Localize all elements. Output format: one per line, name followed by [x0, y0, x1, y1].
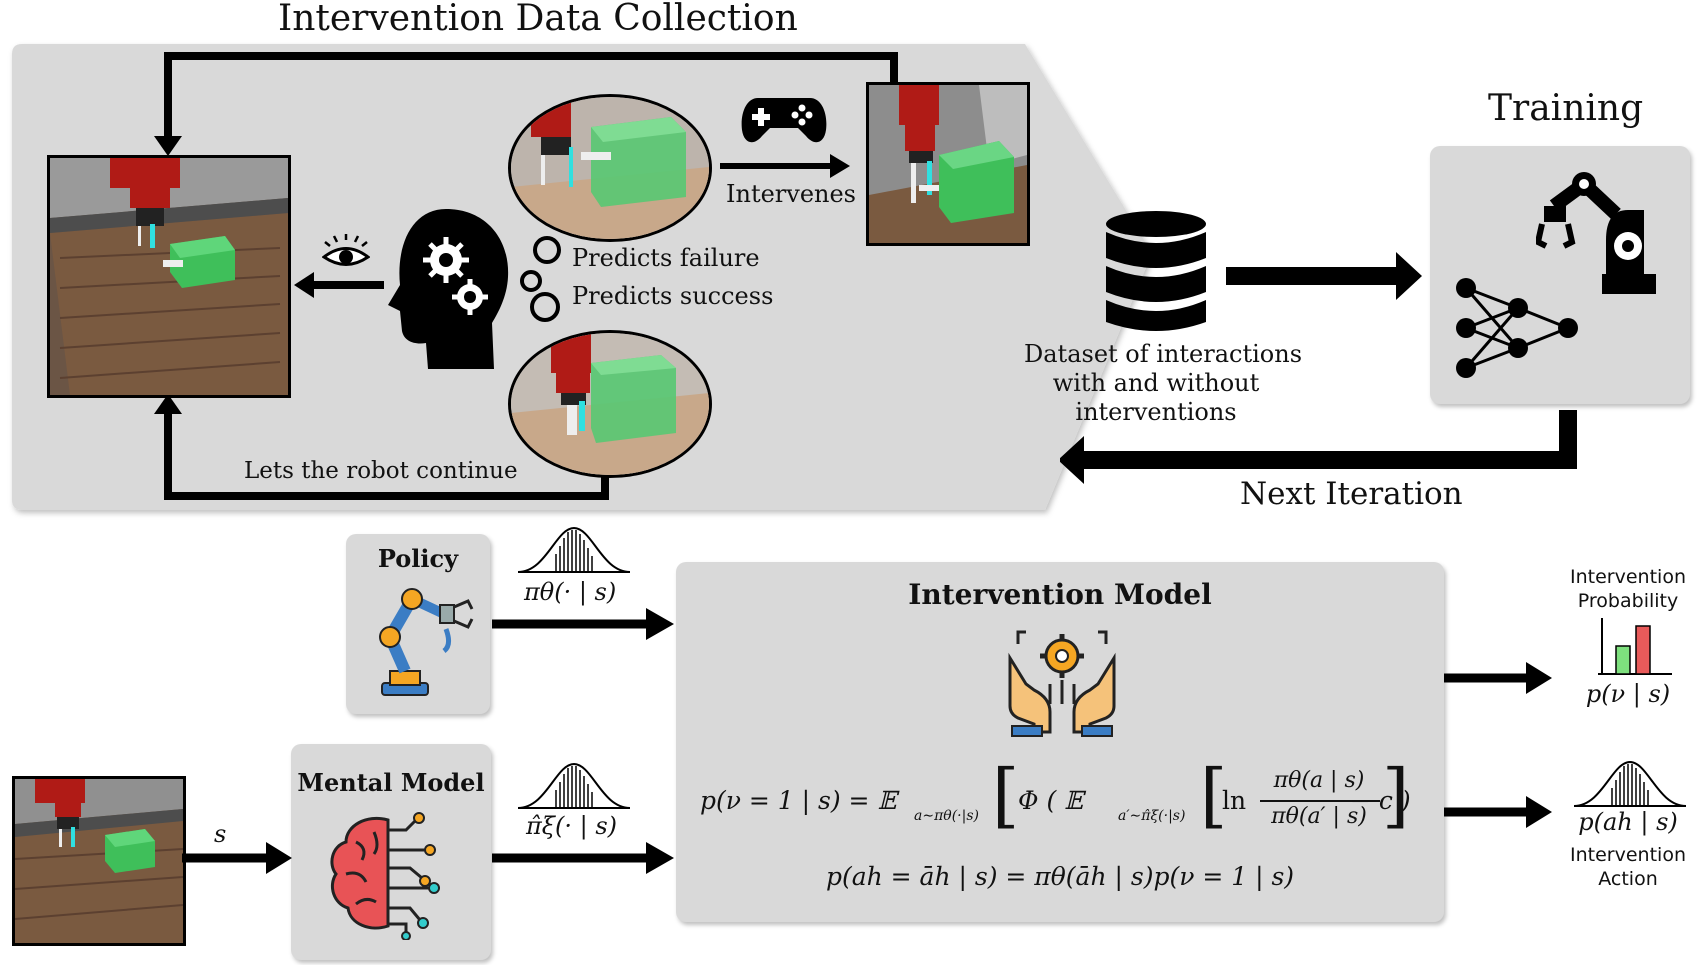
- robot-arm-icon: [1536, 172, 1656, 294]
- probability-bar-chart: [1598, 618, 1672, 675]
- iteration-arrows: [1060, 252, 1577, 484]
- intervention-scene-image: [866, 82, 1030, 246]
- eq1-bracket-open2: [: [1200, 754, 1228, 836]
- gamepad-icon: [741, 98, 827, 143]
- policy-gaussian-icon: [517, 526, 631, 573]
- database-icon: [1106, 211, 1206, 331]
- action-gaussian-icon: [1573, 760, 1687, 807]
- eq1-bracket-open: [: [992, 754, 1020, 836]
- mental-dist-label: π̂ξ(· | s): [526, 812, 618, 840]
- mental-gaussian-icon: [517, 762, 631, 809]
- dataset-label-1: Dataset of interactions: [1024, 340, 1303, 368]
- loop-arrows: [154, 52, 898, 500]
- state-label: s: [214, 820, 227, 848]
- eq1-sub: a∼πθ(·|s): [914, 808, 979, 824]
- eq1-lhs: p(ν = 1 | s) = 𝔼: [700, 786, 897, 815]
- dataset-label-2: with and without: [1052, 369, 1260, 397]
- top-title: Intervention Data Collection: [278, 0, 798, 39]
- eq1-sub2: a′∼π̂ξ(·|s): [1118, 808, 1186, 824]
- intervention-model-box: [676, 562, 1444, 922]
- equation-intervention-probability: p(ν = 1 | s) = 𝔼 a∼πθ(·|s) [ Φ ( 𝔼 a′∼π̂…: [700, 760, 1430, 836]
- lets-robot-continue-label: Lets the robot continue: [244, 458, 518, 484]
- neural-net-icon: [1456, 278, 1578, 378]
- probability-title-2: Probability: [1577, 590, 1679, 612]
- eq1-minus-c: − c ): [1350, 786, 1411, 815]
- success-prediction-image: [508, 330, 712, 478]
- brain-circuit-icon: [330, 812, 440, 940]
- action-expr: p(ah | s): [1578, 808, 1678, 836]
- policy-label: Policy: [377, 544, 459, 573]
- probability-expr: p(ν | s): [1585, 680, 1671, 708]
- eq1-bracket-close2: ]: [1382, 754, 1410, 836]
- eq1-ln: ln: [1222, 786, 1247, 815]
- training-title: Training: [1488, 88, 1644, 129]
- mental-model-label: Mental Model: [297, 768, 485, 797]
- equation-intervention-action: p(ah = āh | s) = πθ(āh | s)p(ν = 1 | s): [825, 862, 1295, 891]
- eq1-mid: Φ ( 𝔼: [1018, 786, 1084, 815]
- intervenes-label: Intervenes: [726, 180, 856, 208]
- next-iteration-label: Next Iteration: [1240, 476, 1463, 512]
- dataset-label-3: interventions: [1075, 398, 1237, 426]
- probability-title-1: Intervention: [1570, 566, 1686, 588]
- policy-dist-label: πθ(· | s): [524, 578, 617, 606]
- action-title-1: Intervention: [1570, 844, 1686, 866]
- action-title-2: Action: [1598, 868, 1658, 890]
- eq1-denominator: πθ(a′ | s): [1271, 804, 1367, 829]
- state-scene-image: [12, 776, 186, 946]
- robot-scene-image: [47, 155, 291, 398]
- gear-hands-icon: [1008, 630, 1116, 737]
- predicts-failure-label: Predicts failure: [572, 244, 760, 272]
- head-gears-icon: [388, 209, 509, 369]
- failure-prediction-image: [508, 94, 712, 242]
- eye-icon: [322, 234, 370, 266]
- predicts-success-label: Predicts success: [572, 282, 774, 310]
- policy-robot-icon: [379, 588, 474, 696]
- eq1-fraction-bar: [1260, 800, 1380, 802]
- intervention-model-title: Intervention Model: [908, 578, 1212, 611]
- eq1-numerator: πθ(a | s): [1273, 768, 1365, 793]
